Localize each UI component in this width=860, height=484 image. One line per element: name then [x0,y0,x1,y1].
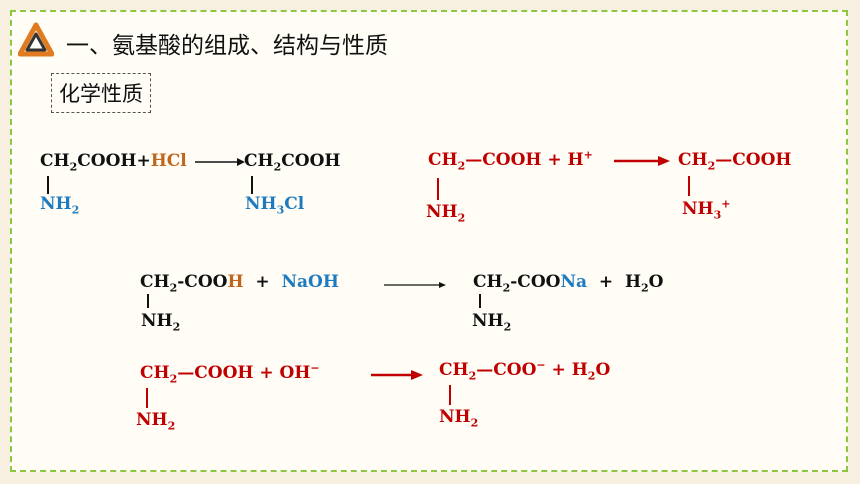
naoh-reagent: NaOH [281,272,339,292]
oh-minus-reactant: CH2—COOH + OH− [140,361,320,386]
naoh-arrow [384,282,446,288]
triangle-logo-icon [18,22,54,57]
hcl-product-bond-line [251,176,253,194]
naoh-reactant: CH2-COOH + NaOH [140,272,339,295]
h-plus-amine: NH2 [426,202,466,225]
oh-minus-product: CH2—COO− + H2O [439,358,611,383]
oh-minus-bond-line [146,388,148,408]
h-plus-bond-line [437,178,439,200]
hcl-product-amine: NH3Cl [245,194,305,217]
h-plus-reactant: CH2—COOH + H+ [428,148,593,173]
hcl-arrow [195,158,245,166]
naoh-amine: NH2 [141,311,181,334]
h-plus-product-amine: NH3+ [682,197,731,222]
hcl-product: CH2COOH [244,151,341,174]
h-plus-product: CH2—COOH [678,150,792,173]
slide [10,10,848,472]
naoh-product-bond-line [479,294,481,308]
oh-minus-amine: NH2 [136,410,176,433]
oh-minus-arrow [371,370,423,380]
hcl-reactant: CH2COOH+HCl [40,151,187,174]
page-title: 一、氨基酸的组成、结构与性质 [66,33,388,59]
naoh-product-amine: NH2 [472,311,512,334]
oh-minus-product-bond-line [449,385,451,405]
hcl-amine: NH2 [40,194,80,217]
naoh-acidic-h: H [227,272,244,292]
naoh-product: CH2-COONa + H2O [473,272,664,295]
h-plus-product-bond-line [688,176,690,196]
hcl-reagent: HCl [150,151,187,171]
naoh-product-na: Na [560,272,588,292]
section-label: 化学性质 [51,73,151,113]
oh-minus-product-amine: NH2 [439,407,479,430]
h-plus-arrow [614,156,670,166]
hcl-bond-line [47,176,49,194]
naoh-bond-line [147,294,149,308]
